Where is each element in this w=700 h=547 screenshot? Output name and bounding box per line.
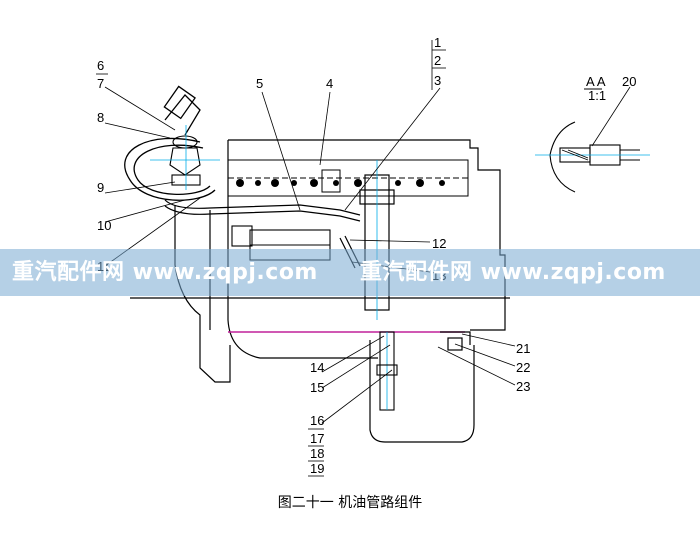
- section-label-top: A A: [586, 74, 606, 89]
- figure-caption: 图二十一 机油管路组件: [277, 495, 423, 511]
- callout-17: 17: [310, 431, 324, 446]
- cylinder-head: [227, 159, 469, 197]
- watermark-text-1: 重汽配件网 www.zqpj.com: [12, 260, 318, 285]
- section-label-bottom: 1:1: [588, 88, 606, 103]
- head-bolts: [236, 179, 445, 187]
- watermark-text-2: 重汽配件网 www.zqpj.com: [360, 260, 666, 285]
- callout-8: 8: [97, 110, 104, 125]
- callout-14: 14: [310, 360, 324, 375]
- callout-12: 12: [432, 236, 446, 251]
- callout-22: 22: [516, 360, 530, 375]
- callout-6: 6: [97, 58, 104, 73]
- centrifugal-filter: [150, 125, 220, 190]
- oil-cooler-loop: [124, 85, 216, 201]
- callout-5: 5: [256, 76, 263, 91]
- callout-separators: [96, 49, 446, 477]
- callout-3: 3: [434, 73, 441, 88]
- callout-21: 21: [516, 341, 530, 356]
- callout-9: 9: [97, 180, 104, 195]
- callout-19: 19: [310, 461, 324, 476]
- dipstick-tube: [376, 331, 398, 411]
- oil-pan: [228, 331, 475, 443]
- callout-16: 16: [310, 413, 324, 428]
- callout-7: 7: [97, 76, 104, 91]
- callout-20: 20: [622, 74, 636, 89]
- intake-box: [321, 169, 341, 193]
- callout-18: 18: [310, 446, 324, 461]
- section-label: A A 1:1: [584, 74, 606, 103]
- callout-4: 4: [326, 76, 333, 91]
- callout-23: 23: [516, 379, 530, 394]
- watermark-band: [0, 249, 700, 296]
- callout-15: 15: [310, 380, 324, 395]
- section-a-a-detail: [535, 121, 650, 193]
- callout-10: 10: [97, 218, 111, 233]
- callout-1: 1: [434, 35, 441, 50]
- callout-2: 2: [434, 53, 441, 68]
